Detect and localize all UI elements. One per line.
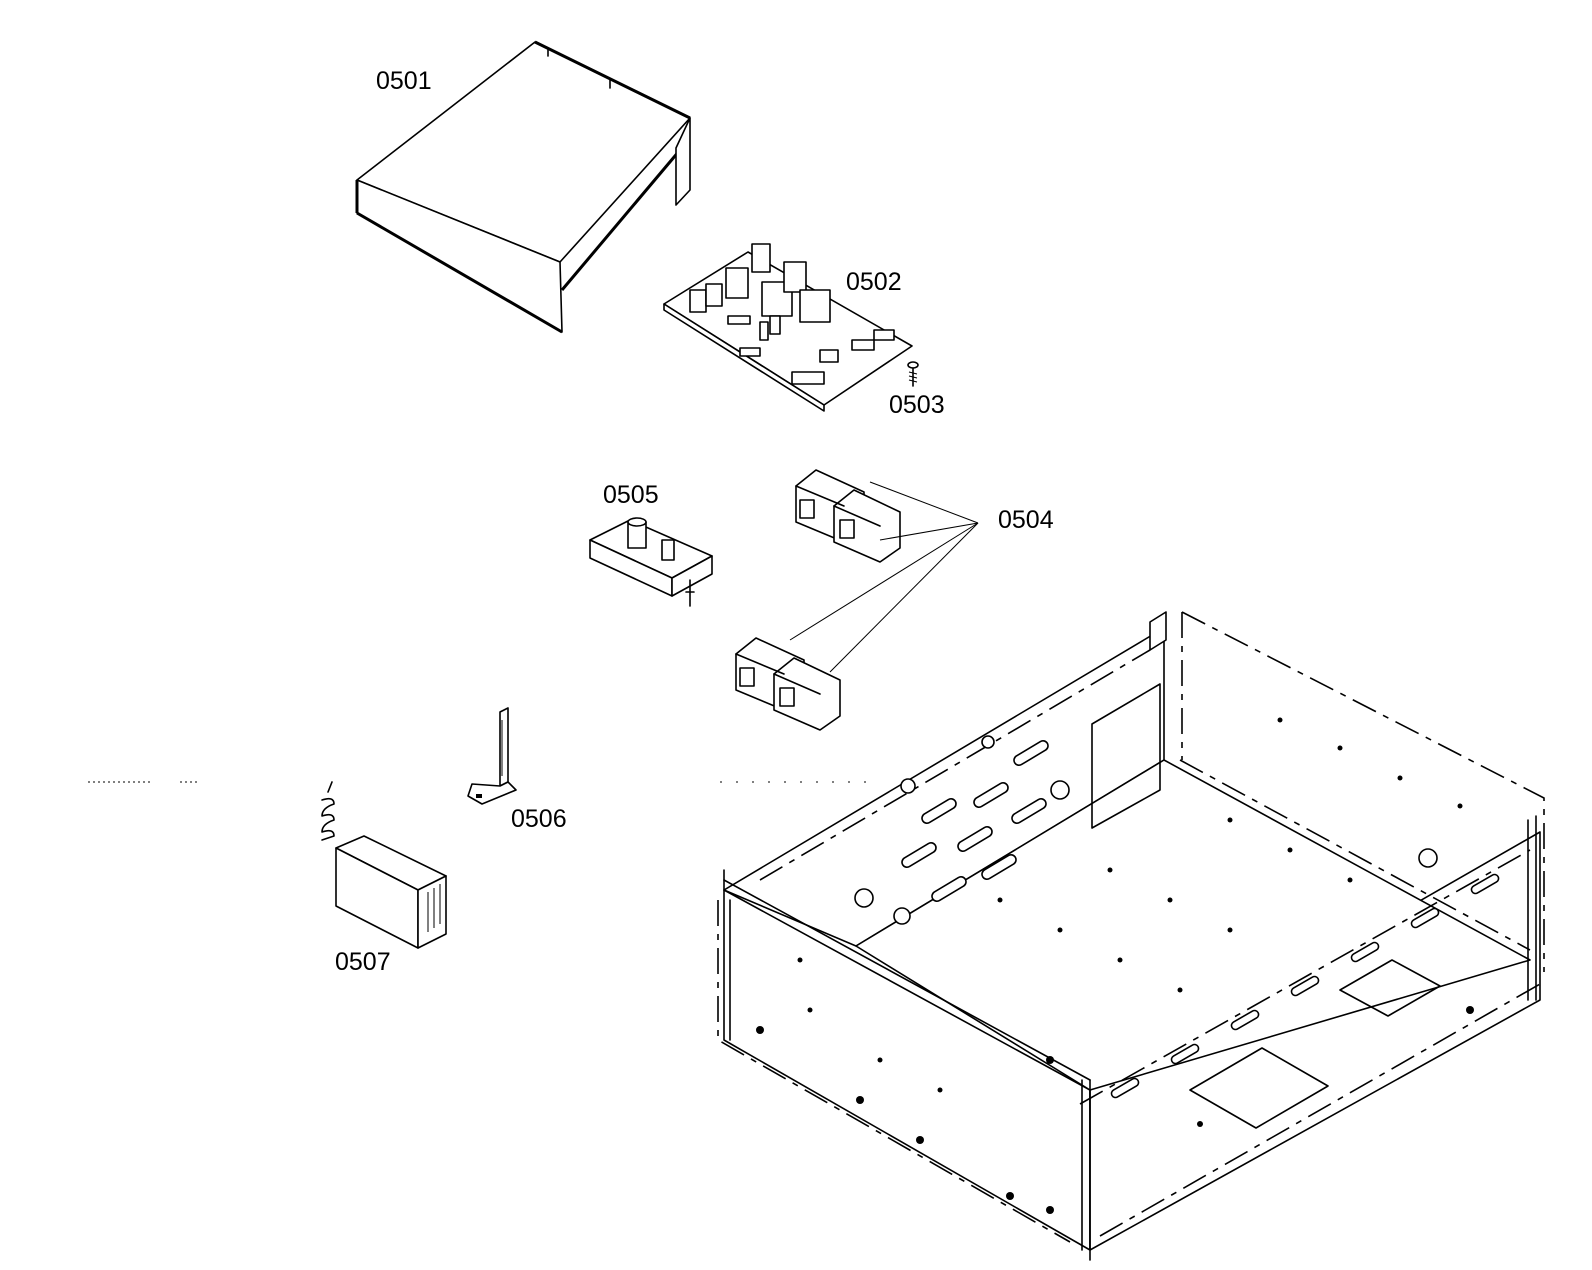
label-0503: 0503 xyxy=(889,391,945,419)
label-0504: 0504 xyxy=(998,506,1054,534)
part-0502-control-board[interactable] xyxy=(663,243,913,412)
part-0504-relays-top[interactable] xyxy=(795,469,901,563)
label-0501: 0501 xyxy=(376,67,432,95)
part-0505-spark-module[interactable] xyxy=(589,517,713,607)
leader-lines-0504 xyxy=(789,481,979,673)
part-0506-bracket[interactable] xyxy=(467,707,517,805)
part-0507-power-module[interactable] xyxy=(321,781,447,949)
part-0504-relays-bottom[interactable] xyxy=(735,637,841,731)
part-0501-cover[interactable] xyxy=(355,40,691,334)
part-0503-screw[interactable] xyxy=(907,361,919,387)
part-labels: 0501 0502 0503 0504 0505 0506 0507 xyxy=(335,67,1054,976)
label-0506: 0506 xyxy=(511,805,567,833)
label-0507: 0507 xyxy=(335,948,391,976)
label-0502: 0502 xyxy=(846,268,902,296)
oven-chassis xyxy=(717,611,1545,1261)
label-0505: 0505 xyxy=(603,481,659,509)
